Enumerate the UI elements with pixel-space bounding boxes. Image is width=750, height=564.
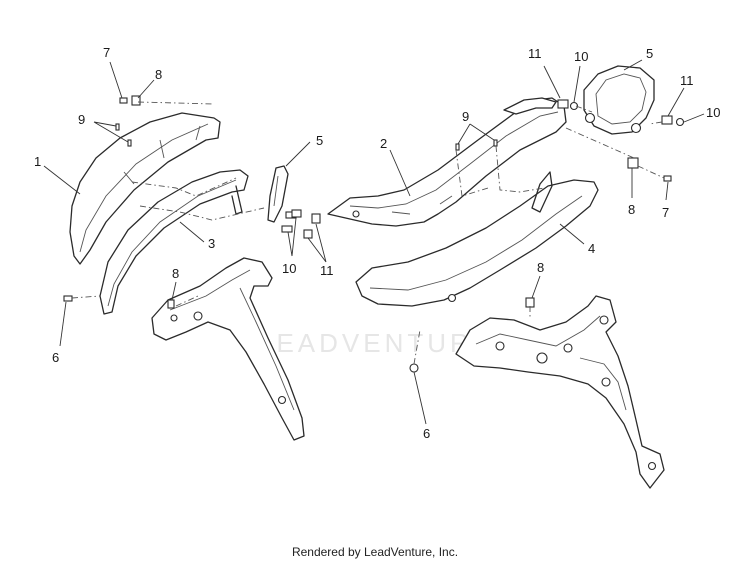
left-leader-6 [59,301,67,347]
callout-left-5: 5 [316,133,323,148]
left-alignment-line-mid [131,177,265,221]
left-leader-5 [285,141,311,167]
left-alignment-line-bottom [71,295,199,307]
callout-left-9: 9 [78,112,85,127]
right-leader-9 [457,123,495,145]
left-leader-10 [287,217,297,257]
right-leader-10-top [573,65,581,103]
callout-left-1: 1 [34,154,41,169]
right-leader-11-top [543,65,561,99]
left-leader-8-top [137,79,155,99]
callout-left-8-top: 8 [155,67,162,82]
left-leader-3 [179,221,205,243]
left-frame-bracket [151,257,305,441]
callout-left-6: 6 [52,350,59,365]
right-leader-10-mid [683,113,705,123]
footer-credit: Rendered by LeadVenture, Inc. [291,545,459,559]
callout-right-11-top: 11 [528,46,542,61]
callout-right-10-top: 10 [574,49,588,64]
right-leader-5 [623,59,643,71]
right-leader-2 [389,149,411,197]
right-frame-bracket [455,295,665,489]
left-leader-7 [109,61,123,99]
left-leader-11 [307,223,327,263]
right-alignment-line-top [575,105,663,125]
right-leader-6 [413,371,427,425]
part-4-right-lower-cover [355,171,599,307]
left-alignment-line-top [137,101,215,105]
callout-right-7: 7 [662,205,669,220]
callout-right-5: 5 [646,46,653,61]
right-alignment-line-mid [565,127,665,179]
callout-left-7: 7 [103,45,110,60]
callout-left-10: 10 [282,261,296,276]
right-leader-11-mid [667,87,685,117]
callout-right-9: 9 [462,109,469,124]
part-5-right-bezel [583,65,655,135]
part-5-left-plate [267,165,289,223]
right-leader-8-bottom [531,275,541,299]
left-leader-8-bottom [171,281,177,301]
callout-left-3: 3 [208,236,215,251]
callout-right-10-mid: 10 [706,105,720,120]
callout-right-8-bottom: 8 [537,260,544,275]
part-3-left-inner-cover [99,169,249,315]
watermark: LEADVENTURE [258,328,495,358]
part-2-right-upper-cover [327,97,567,227]
right-hardware [409,99,685,373]
callout-right-6: 6 [423,426,430,441]
callout-right-2: 2 [380,136,387,151]
callout-right-11-mid: 11 [680,73,694,88]
right-alignment-line-upper [455,145,545,197]
left-hardware [63,95,321,309]
right-alignment-line-bottom [413,306,531,365]
callout-left-11: 11 [320,263,334,278]
callout-left-8-bottom: 8 [172,266,179,281]
right-leader-7 [665,181,669,201]
right-leader-4 [559,223,585,245]
left-leader-1 [43,165,81,195]
callout-right-8-top: 8 [628,202,635,217]
callout-right-4: 4 [588,241,595,256]
left-leader-9 [93,121,129,143]
